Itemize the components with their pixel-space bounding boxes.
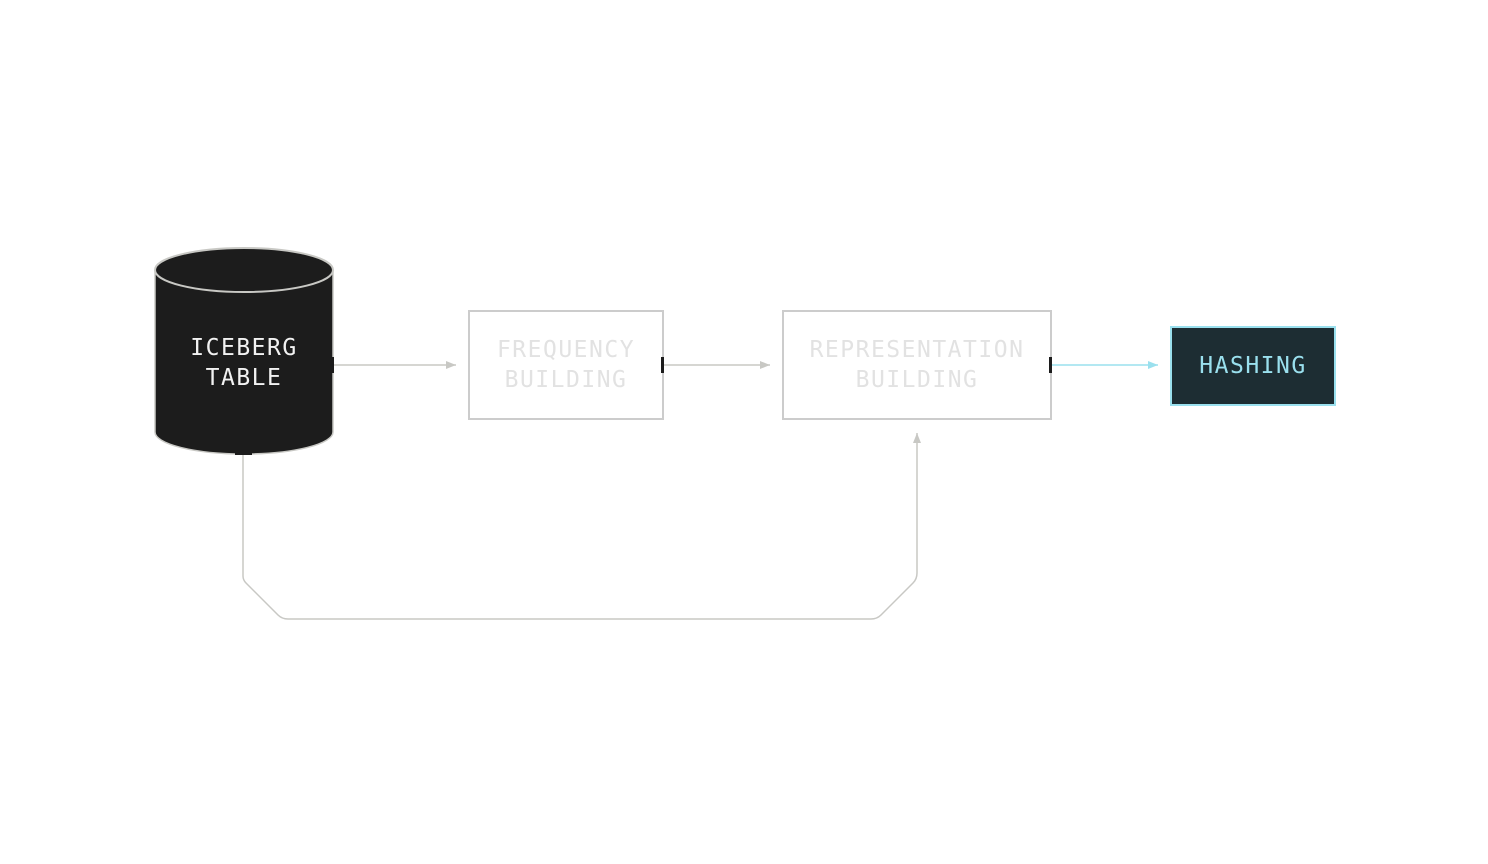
- frequency-building-label-line1: FREQUENCY: [496, 337, 636, 363]
- hashing-box: [1170, 326, 1336, 406]
- representation-building-label-line2: BUILDING: [855, 367, 979, 393]
- iceberg-table-label-line1: ICEBERG: [190, 335, 298, 361]
- frequency-building-label: FREQUENCY BUILDING: [469, 311, 663, 419]
- iceberg-table-label-line2: TABLE: [205, 365, 283, 391]
- frequency-building-label-line2: BUILDING: [504, 367, 628, 393]
- representation-building-label: REPRESENTATION BUILDING: [783, 311, 1051, 419]
- connector-representation-to-hashing: [1049, 357, 1158, 373]
- frequency-building-box: [468, 310, 664, 420]
- iceberg-table-cylinder: [154, 247, 334, 455]
- connector-iceberg-to-frequency: [331, 357, 456, 373]
- representation-building-label-line1: REPRESENTATION: [809, 337, 1025, 363]
- iceberg-table-label: ICEBERG TABLE: [155, 318, 333, 408]
- hashing-label: HASHING: [1171, 327, 1335, 405]
- connector-iceberg-to-representation-loop: [235, 433, 921, 620]
- hashing-label-text: HASHING: [1199, 353, 1307, 379]
- connector-frequency-to-representation: [661, 357, 770, 373]
